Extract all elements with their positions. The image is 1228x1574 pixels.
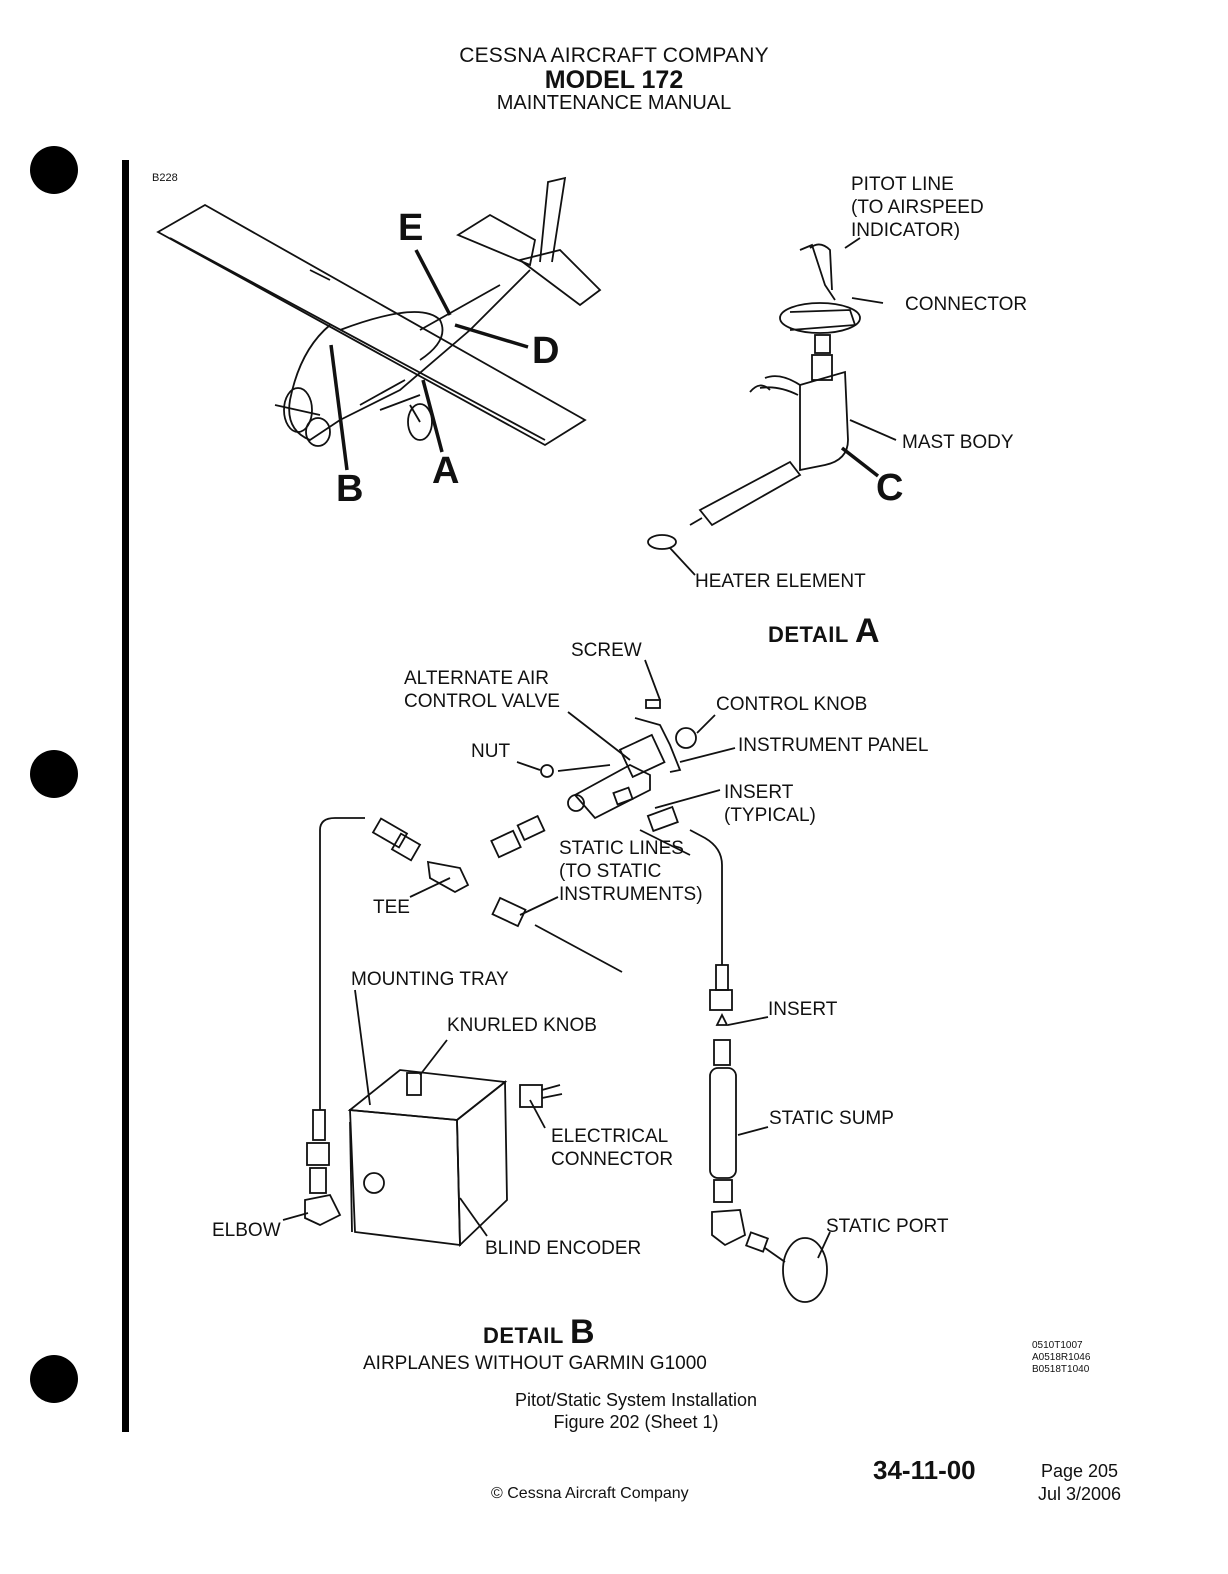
- label-mounting-tray: MOUNTING TRAY: [351, 969, 509, 990]
- label-static-lines: STATIC LINES (TO STATIC INSTRUMENTS): [559, 838, 703, 905]
- label-tee: TEE: [373, 897, 410, 918]
- label-elbow: ELBOW: [212, 1220, 281, 1241]
- detail-b-subtitle: AIRPLANES WITHOUT GARMIN G1000: [363, 1353, 707, 1374]
- callout-c: C: [876, 467, 904, 509]
- detail-b-letter: B: [570, 1313, 596, 1351]
- static-system-drawing: [282, 659, 831, 1303]
- revision-date: Jul 3/2006: [1038, 1484, 1122, 1504]
- label-pitot-line: PITOT LINE (TO AIRSPEED INDICATOR): [851, 174, 984, 241]
- label-static-sump: STATIC SUMP: [769, 1108, 894, 1129]
- caption-line-2: Figure 202 (Sheet 1): [553, 1412, 719, 1432]
- label-blind-encoder: BLIND ENCODER: [485, 1238, 642, 1259]
- section-number: 34-11-00: [873, 1455, 976, 1485]
- binder-hole-middle: [30, 750, 78, 798]
- label-electrical-connector: ELECTRICAL CONNECTOR: [551, 1126, 674, 1170]
- figure-reference-codes: 0510T1007 A0518R1046 B0518T1040: [1032, 1340, 1091, 1375]
- figure-code: B228: [152, 172, 178, 184]
- airplane-drawing: [156, 176, 602, 471]
- detail-b-title: DETAIL B: [483, 1313, 595, 1352]
- company-name: CESSNA AIRCRAFT COMPANY: [459, 44, 769, 67]
- detail-a-title: DETAIL A: [768, 612, 880, 651]
- caption-line-1: Pitot/Static System Installation: [514, 1390, 758, 1410]
- binder-hole-bottom: [30, 1355, 78, 1403]
- label-knurled-knob: KNURLED KNOB: [447, 1015, 597, 1036]
- detail-a-letter: A: [855, 612, 881, 650]
- label-insert: INSERT: [768, 999, 838, 1020]
- label-mast-body: MAST BODY: [902, 432, 1014, 453]
- label-connector: CONNECTOR: [905, 294, 1028, 315]
- callout-b: B: [336, 468, 364, 510]
- label-heater-element: HEATER ELEMENT: [695, 571, 866, 592]
- manual-title: MAINTENANCE MANUAL: [496, 92, 732, 114]
- binder-hole-top: [30, 146, 78, 194]
- label-alternate-air-valve: ALTERNATE AIR CONTROL VALVE: [404, 668, 560, 712]
- detail-b-word: DETAIL: [483, 1323, 564, 1348]
- pitot-tube-drawing: [647, 237, 897, 576]
- callout-e: E: [398, 207, 424, 249]
- label-static-port: STATIC PORT: [826, 1216, 949, 1237]
- label-insert-typical: INSERT (TYPICAL): [724, 782, 816, 826]
- label-screw: SCREW: [571, 640, 642, 661]
- label-instrument-panel: INSTRUMENT PANEL: [738, 735, 929, 756]
- model-title: MODEL 172: [544, 66, 684, 94]
- revision-bar: [122, 160, 129, 1432]
- page-number: Page 205: [1041, 1461, 1119, 1481]
- label-control-knob: CONTROL KNOB: [716, 694, 868, 715]
- label-nut: NUT: [471, 741, 511, 762]
- detail-a-word: DETAIL: [768, 622, 849, 647]
- copyright: © Cessna Aircraft Company: [491, 1485, 689, 1502]
- figure-caption: Pitot/Static System Installation Figure …: [0, 1389, 1228, 1433]
- callout-a: A: [432, 450, 460, 492]
- callout-d: D: [532, 330, 560, 372]
